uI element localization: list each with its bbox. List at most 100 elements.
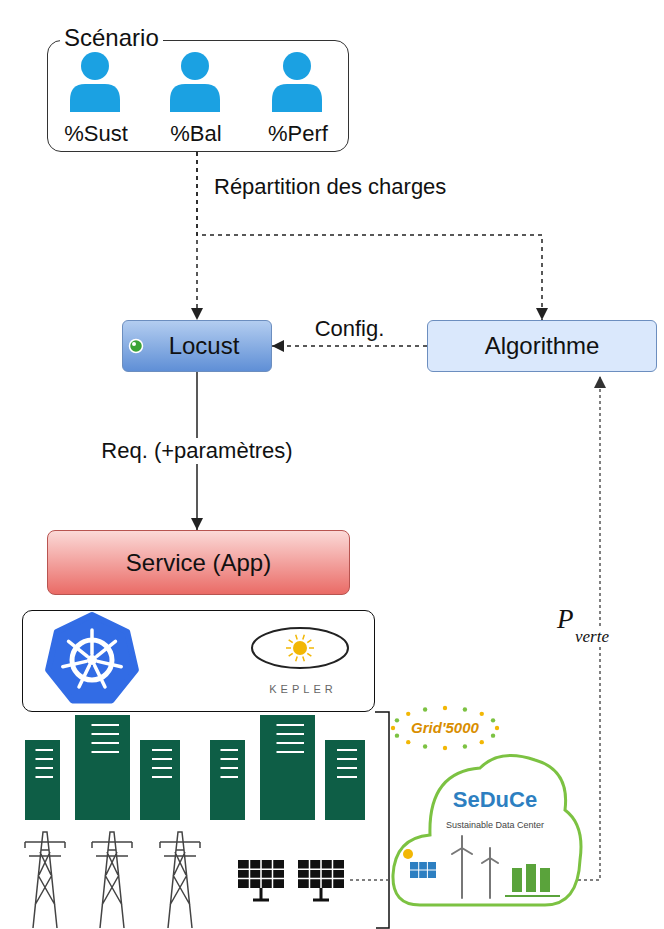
server-rack	[277, 733, 305, 735]
dashed-arrow	[272, 345, 427, 347]
edge-label: Config.	[312, 316, 388, 342]
scenario-box: Scénario%Sust%Bal%Perf	[47, 40, 349, 152]
kepler-logo	[289, 640, 293, 643]
kepler-logo	[303, 635, 305, 640]
kubernetes-logo	[98, 661, 121, 666]
server-rack	[277, 742, 305, 744]
grid5000-logo	[480, 712, 484, 716]
node-text: %Bal	[170, 121, 221, 147]
node-label: KEPLER	[269, 683, 336, 695]
solar-panel	[298, 860, 344, 900]
kubernetes-logo	[69, 641, 88, 656]
seduce-logo	[505, 895, 560, 897]
user-icon	[272, 52, 322, 112]
grid5000-logo	[491, 733, 495, 737]
grid5000-logo	[395, 718, 399, 722]
user-icon	[170, 84, 220, 112]
user-icon	[70, 52, 322, 112]
server-rack	[25, 740, 60, 820]
grid5000-logo	[480, 740, 484, 744]
seduce-logo	[540, 868, 550, 892]
seduce-logo	[526, 864, 536, 892]
server-rack	[337, 776, 357, 778]
kubernetes-logo	[90, 630, 94, 654]
edge-label: Répartition des charges	[211, 174, 449, 200]
solar-panel	[313, 888, 329, 900]
server-rack	[337, 767, 357, 769]
user-icon	[81, 52, 109, 80]
server-rack	[140, 740, 180, 820]
grid5000-logo	[443, 706, 447, 710]
seduce-logo	[403, 849, 436, 878]
kepler-logo	[289, 653, 293, 656]
kepler-logo	[296, 657, 298, 662]
seduce-logo	[489, 858, 491, 898]
server-rack	[152, 776, 172, 778]
server-rack	[221, 749, 239, 751]
seduce-logo	[403, 849, 413, 859]
grid5000-logo	[406, 712, 410, 716]
server-rack	[75, 715, 130, 820]
user-icon	[70, 84, 120, 112]
node-label: Algorithme	[485, 332, 600, 360]
server-rack	[152, 749, 172, 751]
process-box: Algorithme	[427, 320, 657, 372]
server-rack	[277, 724, 305, 726]
solar-panel	[238, 860, 284, 888]
server-rack	[260, 715, 315, 820]
kubernetes-logo	[48, 615, 136, 701]
kepler-logo	[293, 641, 307, 655]
kubernetes-logo	[63, 661, 86, 666]
power-pylon	[92, 832, 132, 928]
grid5000-logo	[395, 733, 399, 737]
kubernetes-logo	[95, 665, 105, 687]
user-icon	[283, 52, 311, 80]
solar-panel	[298, 860, 344, 888]
logo-text: Grid'5000	[411, 719, 479, 736]
kubernetes-logo	[97, 641, 116, 656]
service-box: Service (App)	[47, 530, 350, 595]
kepler-logo	[252, 628, 348, 668]
grid5000-logo	[463, 744, 467, 748]
user-icon	[272, 84, 322, 112]
dashed-arrow	[197, 152, 542, 320]
server-rack	[92, 751, 120, 753]
user-icon	[170, 52, 220, 112]
grid5000-logo	[443, 746, 447, 750]
server-rack	[36, 767, 54, 769]
symbol-text: P	[556, 604, 575, 635]
kepler-logo	[307, 653, 311, 656]
process-box: Locust	[122, 320, 272, 372]
server-rack	[210, 740, 245, 820]
seduce-logo	[452, 836, 498, 898]
server-rack	[36, 758, 54, 760]
grid5000-logo	[423, 707, 427, 711]
solar-panel	[253, 888, 269, 900]
kepler-logo	[309, 647, 314, 649]
grid5000-logo	[406, 740, 410, 744]
seduce-logo	[482, 848, 498, 863]
user-icon	[70, 52, 120, 112]
kubernetes-logo	[79, 665, 89, 687]
node-label: Scénario	[60, 24, 163, 52]
bracket	[375, 712, 389, 928]
server-rack	[277, 751, 305, 753]
kepler-logo	[286, 647, 291, 649]
grid5000-logo	[391, 706, 499, 750]
seduce-logo	[461, 848, 463, 898]
node-label: Service (App)	[126, 549, 271, 577]
server-rack	[92, 742, 120, 744]
edge-label: Req. (+paramètres)	[98, 438, 295, 464]
grid5000-logo	[495, 726, 499, 730]
node-label: Locust	[169, 332, 240, 360]
node-text: %Sust	[64, 121, 128, 147]
server-rack	[221, 776, 239, 778]
grid5000-logo	[391, 726, 395, 730]
grid5000-logo	[423, 744, 427, 748]
kepler-logo	[252, 628, 348, 668]
symbol-subscript: verte	[573, 627, 611, 647]
server-rack	[337, 758, 357, 760]
server-rack	[221, 767, 239, 769]
server-rack	[325, 740, 365, 820]
solar-panel	[298, 860, 344, 888]
